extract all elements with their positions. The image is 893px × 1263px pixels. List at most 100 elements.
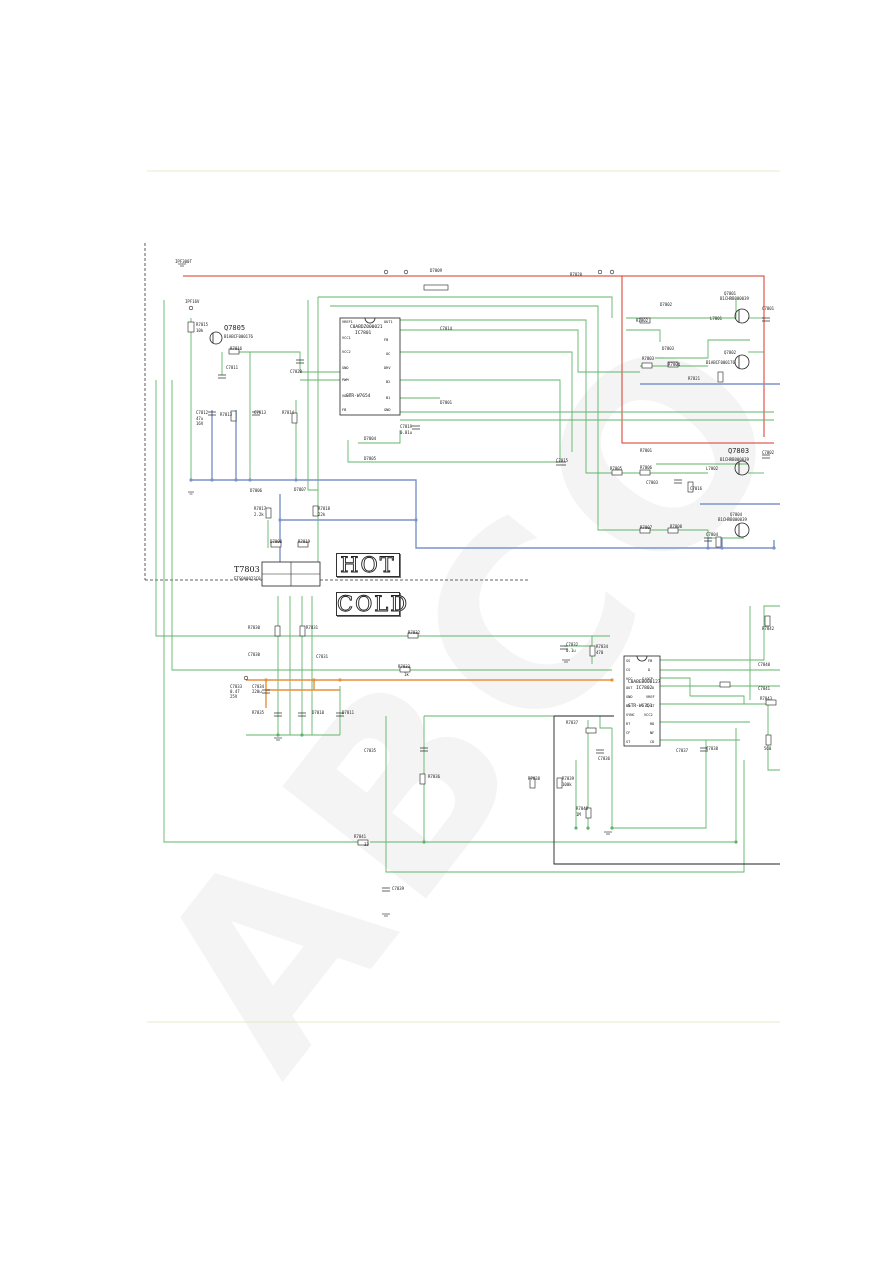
ref-label: D7804 — [364, 436, 377, 441]
ic7801-pin-l3: VCC2 — [342, 350, 351, 354]
ref-label: R7815 — [196, 322, 209, 327]
ref-label: R7816 — [230, 346, 243, 351]
ref-label: R7806 — [640, 465, 653, 470]
hot-label: HOT — [336, 553, 400, 577]
ref-label: R7821 — [688, 376, 701, 381]
ic7802-pin-l2: CS — [626, 668, 631, 672]
ref-label: C7833 — [230, 684, 243, 689]
standby-junctions — [264, 678, 614, 682]
value-label: 1M — [576, 812, 581, 817]
ref-label: R7817 — [254, 506, 267, 511]
ic7801-pin-r3: OC — [386, 352, 391, 356]
ref-label: R7808 — [670, 524, 683, 529]
ic7802-pin-l7: SYNC — [626, 713, 635, 717]
q7801-part: B1CHRB000039 — [720, 296, 749, 301]
ic7802-pin-l5: GND — [626, 695, 633, 699]
ref-label: C7831 — [316, 654, 329, 659]
capacitors — [208, 317, 770, 892]
ref-label: C7803 — [646, 480, 659, 485]
resistors — [187, 317, 777, 846]
isolation-boundary — [144, 243, 528, 581]
ref-label: R7830 — [248, 625, 261, 630]
ref-label: R7813 — [220, 412, 233, 417]
value-label: 470 — [596, 650, 604, 655]
ref-label: C7812 — [196, 410, 209, 415]
ic7801-pin-r1: OUT1 — [384, 320, 393, 324]
ic7802-ref: IC7802 — [636, 686, 653, 691]
ic7801-pin-r6: B1 — [386, 396, 391, 400]
mosfet-q7801 — [734, 308, 750, 324]
ic7802-pin-r5: VREF — [646, 695, 655, 699]
ground-symbols — [178, 263, 612, 917]
ref-label: C7820 — [290, 369, 303, 374]
ref-label: R7801 — [640, 448, 653, 453]
ic7802-pin-r8: RD — [650, 722, 655, 726]
ic7801-chip: STR-W7654 — [346, 394, 371, 399]
q7805-part: B1ABCF000176 — [224, 334, 253, 339]
ref-label: R7837 — [566, 720, 579, 725]
ref-label: R7831 — [306, 625, 319, 630]
ic7801-pin-r7: GND — [384, 408, 391, 412]
ref-label: D7806 — [250, 488, 263, 493]
value-label: 10k — [196, 328, 204, 333]
value-label: 33 — [364, 842, 369, 847]
ic7801-pin-l6: VOUT — [342, 394, 351, 398]
ref-label: R7814 — [282, 410, 295, 415]
ref-label: R7835 — [252, 710, 265, 715]
ic7802-pin-l10: ST — [626, 740, 631, 744]
value-label: 16V — [196, 421, 204, 426]
ref-label: R7838 — [528, 776, 541, 781]
ref-label: R7842 — [762, 626, 775, 631]
ic7802-pin-r6: D/ST — [646, 704, 655, 708]
ref-label: C7802 — [762, 450, 775, 455]
ref-label: C7819 — [400, 424, 413, 429]
q7803-ref: Q7803 — [728, 447, 750, 455]
ref-label: R7834 — [596, 644, 609, 649]
control-wiring — [155, 296, 780, 873]
ref-label: L7801 — [710, 316, 723, 321]
ref-label: R7840 — [576, 806, 589, 811]
ref-label: L7802 — [706, 466, 719, 471]
ref-label: C7804 — [706, 532, 719, 537]
ref-label: R7832 — [408, 630, 421, 635]
ic7801-pin-r2: FB — [384, 338, 389, 342]
transformer-ref: T7803 — [234, 565, 260, 574]
ref-label: D7803 — [662, 346, 675, 351]
ref-label: C7811 — [226, 365, 239, 370]
ref-label: R7819 — [298, 539, 311, 544]
ref-label: D7805 — [364, 456, 377, 461]
ref-label: R7843 — [760, 696, 773, 701]
ref-label: C7840 — [758, 662, 771, 667]
ref-label: D7808 — [270, 539, 283, 544]
ref-label: C7832 — [566, 642, 579, 647]
ic7801-pin-l2: VCC1 — [342, 336, 351, 340]
value-label: 100k — [562, 782, 572, 787]
ic7801-ref: IC7801 — [355, 331, 372, 336]
ref-label: D7811 — [342, 710, 355, 715]
ic7802-pin-r9: NF — [650, 731, 655, 735]
rail-label-16v: IPF16V — [185, 299, 200, 304]
value-label: 0.01u — [400, 430, 413, 435]
transformer-t7803 — [261, 561, 321, 587]
ref-label: C7801 — [762, 306, 775, 311]
value-label: 25V — [230, 694, 238, 699]
ref-label: C7837 — [676, 748, 689, 753]
ref-label: C7834 — [252, 684, 265, 689]
ref-label: R7839 — [562, 776, 575, 781]
ref-label: C7839 — [392, 886, 405, 891]
ref-label: D7809 — [430, 268, 443, 273]
ic7802-pin-r2: D — [648, 668, 651, 672]
ref-label: D7802 — [660, 302, 673, 307]
ic7802-pin-r4: D — [652, 686, 655, 690]
ic7802-pin-l8: RT — [626, 722, 631, 726]
ref-label: R7820 — [570, 272, 583, 277]
ref-label: C7814 — [440, 326, 453, 331]
ref-label: C7836 — [598, 756, 611, 761]
ic7802-body — [623, 655, 661, 747]
value-label: 22k — [318, 512, 326, 517]
ic7802-pin-l1: SS — [626, 659, 631, 663]
transistor-q7805 — [209, 331, 223, 345]
ref-label: R7802 — [636, 318, 649, 323]
junctions — [189, 478, 776, 550]
